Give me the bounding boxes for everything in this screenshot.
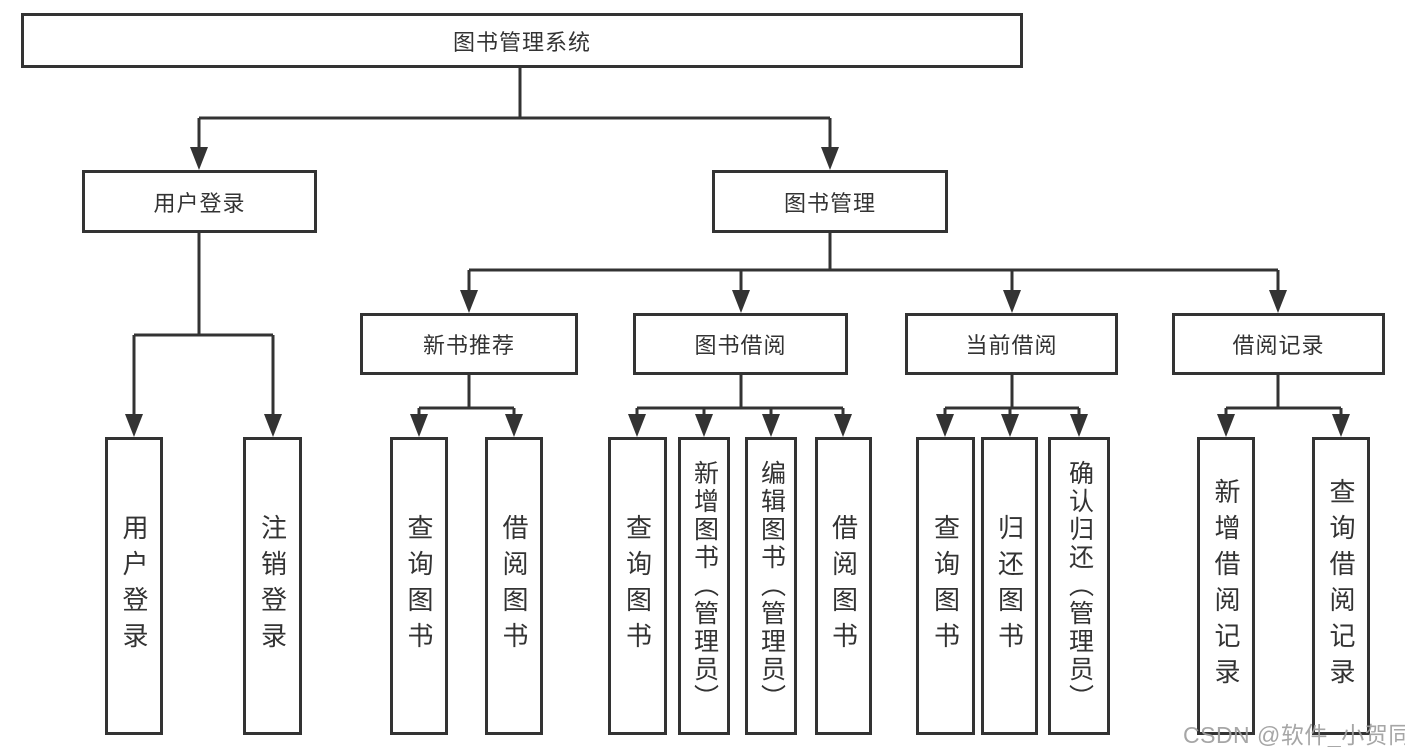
node-book-management: 图书管理 xyxy=(712,170,948,233)
arrowheads xyxy=(125,147,1350,437)
node-label: 借阅图书 xyxy=(499,514,529,658)
node-new-book-recommendation: 新书推荐 xyxy=(360,313,578,375)
leaf-query-books-current: 查询图书 xyxy=(916,437,975,735)
node-label: 新书推荐 xyxy=(422,333,515,358)
node-user-login: 用户登录 xyxy=(82,170,317,233)
node-label: 确认归还（管理员） xyxy=(1065,460,1094,712)
node-label: 新增图书（管理员） xyxy=(690,460,719,712)
node-label: 查询图书 xyxy=(930,514,961,658)
leaf-add-book-admin: 新增图书（管理员） xyxy=(678,437,730,735)
leaf-confirm-return-admin: 确认归还（管理员） xyxy=(1048,437,1110,735)
node-label: 当前借阅 xyxy=(965,333,1058,358)
leaf-return-book: 归还图书 xyxy=(981,437,1038,735)
node-label: 图书管理系统 xyxy=(452,29,591,55)
node-label: 新增借阅记录 xyxy=(1211,478,1241,694)
node-label: 注销登录 xyxy=(257,514,288,658)
node-label: 借阅记录 xyxy=(1232,333,1325,358)
leaf-borrow-books-recommend: 借阅图书 xyxy=(485,437,543,735)
node-label: 归还图书 xyxy=(994,514,1025,658)
leaf-query-books-borrow: 查询图书 xyxy=(608,437,667,735)
csdn-watermark: CSDN @软件_小贺同学 xyxy=(1183,722,1405,747)
node-label: 图书借阅 xyxy=(694,333,787,358)
leaf-user-login: 用户登录 xyxy=(105,437,163,735)
node-label: 图书管理 xyxy=(783,190,876,216)
node-label: 查询图书 xyxy=(404,514,434,658)
node-label: 用户登录 xyxy=(119,514,149,658)
node-label: 查询借阅记录 xyxy=(1326,478,1356,694)
node-label: 借阅图书 xyxy=(828,514,859,658)
node-book-borrowing: 图书借阅 xyxy=(633,313,848,375)
leaf-borrow-books: 借阅图书 xyxy=(815,437,872,735)
leaf-add-borrow-record: 新增借阅记录 xyxy=(1197,437,1255,735)
leaf-logout: 注销登录 xyxy=(243,437,302,735)
node-library-management-system: 图书管理系统 xyxy=(21,13,1023,68)
node-current-borrowing: 当前借阅 xyxy=(905,313,1118,375)
node-label: 查询图书 xyxy=(622,514,653,658)
node-label: 编辑图书（管理员） xyxy=(757,460,786,712)
leaf-edit-book-admin: 编辑图书（管理员） xyxy=(745,437,797,735)
node-label: 用户登录 xyxy=(153,190,246,216)
leaf-query-borrow-record: 查询借阅记录 xyxy=(1312,437,1370,735)
leaf-query-books-recommend: 查询图书 xyxy=(390,437,448,735)
node-borrowing-records: 借阅记录 xyxy=(1172,313,1385,375)
